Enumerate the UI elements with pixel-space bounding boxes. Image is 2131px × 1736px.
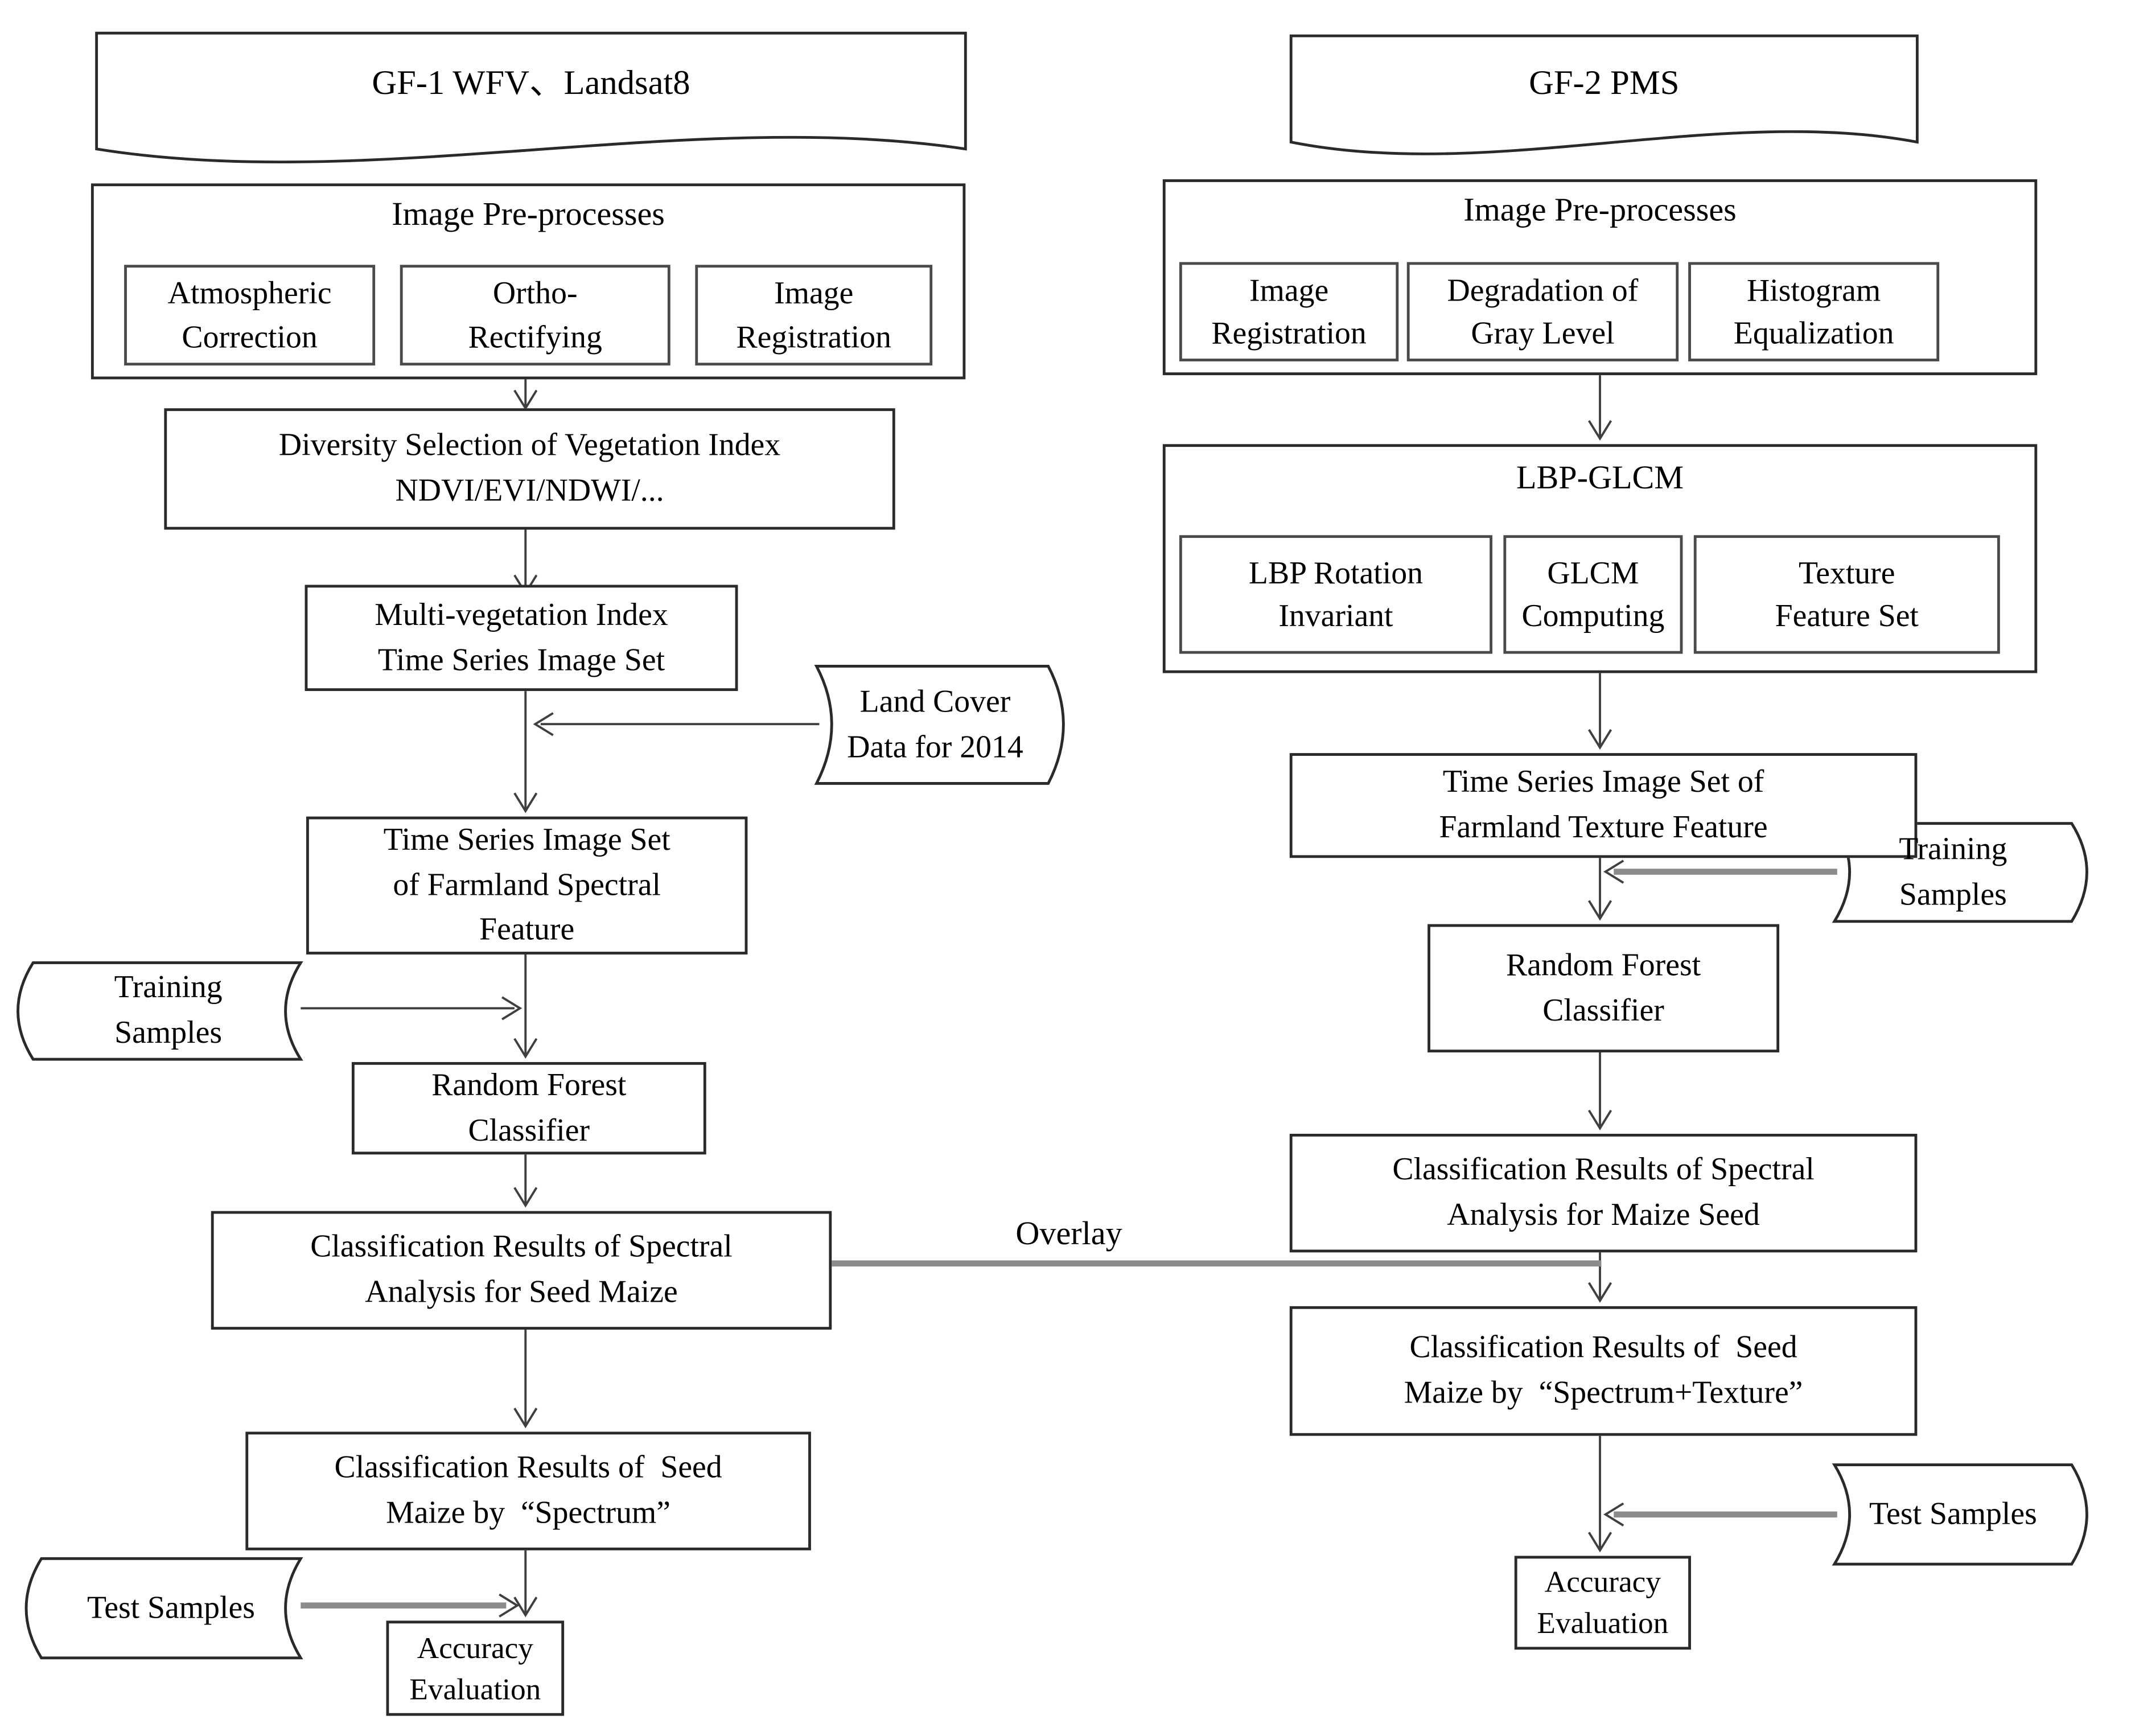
- right-preprocess-box: Image Pre-processes Image Registration D…: [1162, 179, 2038, 376]
- arrow-right-classspectral-to-classst: [1587, 1252, 1612, 1303]
- step-histogram-equalization: Histogram Equalization: [1688, 262, 1940, 361]
- arrow-right-lbp-to-timeseries: [1587, 673, 1612, 750]
- left-preprocess-title: Image Pre-processes: [392, 197, 665, 233]
- land-cover-shape: [814, 665, 1065, 785]
- right-classification-spectral-box: Classification Results of Spectral Analy…: [1289, 1133, 1918, 1253]
- right-classification-spectrum-texture-box: Classification Results of Seed Maize by …: [1289, 1306, 1918, 1436]
- step-texture-feature-set: Texture Feature Set: [1693, 535, 2000, 654]
- gf1-source-banner-label: GF-1 WFV、Landsat8: [372, 65, 690, 102]
- test-samples-left-label: Test Samples: [87, 1590, 255, 1624]
- lbp-glcm-title: LBP-GLCM: [1516, 460, 1684, 497]
- right-random-forest-box: Random Forest Classifier: [1427, 924, 1780, 1052]
- arrow-training-left-to-flow: [301, 996, 523, 1021]
- right-accuracy-evaluation-box: Accuracy Evaluation: [1514, 1556, 1691, 1650]
- left-classification-spectrum-box: Classification Results of Seed Maize by …: [245, 1431, 811, 1550]
- gf2-source-banner-label: GF-2 PMS: [1529, 65, 1680, 102]
- overlay-label: Overlay: [1015, 1216, 1122, 1253]
- arrow-land-cover-to-flow: [533, 712, 820, 737]
- arrow-left-classspectrum-to-accuracy: [513, 1550, 538, 1618]
- lbp-glcm-box: LBP-GLCM LBP Rotation Invariant GLCM Com…: [1162, 444, 2038, 673]
- multi-vegetation-index-box: Multi-vegetation Index Time Series Image…: [305, 585, 738, 692]
- arrow-left-timeseries-to-classifier: [513, 954, 538, 1059]
- arrow-right-preprocess-to-lbp: [1587, 375, 1612, 441]
- step-atmospheric-correction: Atmospheric Correction: [124, 265, 376, 366]
- step-lbp-rotation-invariant: LBP Rotation Invariant: [1179, 535, 1493, 654]
- land-cover-data-label: Land Cover Data for 2014: [847, 684, 1023, 764]
- arrow-left-preprocess-to-diversity: [513, 379, 538, 410]
- left-preprocess-box: Image Pre-processes Atmospheric Correcti…: [90, 183, 966, 380]
- test-samples-left-shape: [24, 1557, 303, 1660]
- right-preprocess-title: Image Pre-processes: [1463, 193, 1737, 229]
- training-samples-left-label: Training Samples: [114, 970, 223, 1050]
- test-samples-right-shape: [1832, 1463, 2088, 1566]
- step-image-registration-left: Image Registration: [695, 265, 933, 366]
- step-glcm-computing: GLCM Computing: [1503, 535, 1683, 654]
- diversity-selection-box: Diversity Selection of Vegetation Index …: [164, 408, 895, 530]
- left-classification-spectral-box: Classification Results of Spectral Analy…: [211, 1211, 832, 1330]
- arrowhead-test-left: [499, 1593, 520, 1618]
- step-image-registration-right: Image Registration: [1179, 262, 1399, 361]
- gf2-banner-shape: [1289, 34, 1919, 155]
- gf1-banner-shape: [95, 31, 967, 164]
- arrow-left-classifier-to-classspectral: [513, 1154, 538, 1208]
- arrowhead-training-right: [1603, 859, 1624, 884]
- training-samples-right-label: Training Samples: [1899, 831, 2007, 911]
- left-accuracy-evaluation-box: Accuracy Evaluation: [386, 1620, 565, 1716]
- arrow-right-classst-to-accuracy: [1587, 1435, 1612, 1553]
- step-degradation-gray-level: Degradation of Gray Level: [1406, 262, 1679, 361]
- right-timeseries-texture-box: Time Series Image Set of Farmland Textur…: [1289, 753, 1918, 858]
- step-ortho-rectifying: Ortho- Rectifying: [400, 265, 670, 366]
- left-timeseries-spectral-box: Time Series Image Set of Farmland Spectr…: [306, 816, 748, 955]
- arrow-left-diversity-to-multiveg: [513, 529, 538, 595]
- arrow-right-classifier-to-classspectral: [1587, 1052, 1612, 1130]
- training-samples-left-shape: [17, 961, 303, 1061]
- arrow-left-multiveg-to-timeseries: [513, 691, 538, 813]
- arrowhead-test-right: [1603, 1502, 1624, 1527]
- left-random-forest-box: Random Forest Classifier: [351, 1062, 706, 1155]
- test-samples-right-label: Test Samples: [1869, 1496, 2037, 1531]
- arrow-right-timeseries-to-classifier: [1587, 858, 1612, 921]
- arrow-left-classspectral-to-classspectrum: [513, 1330, 538, 1429]
